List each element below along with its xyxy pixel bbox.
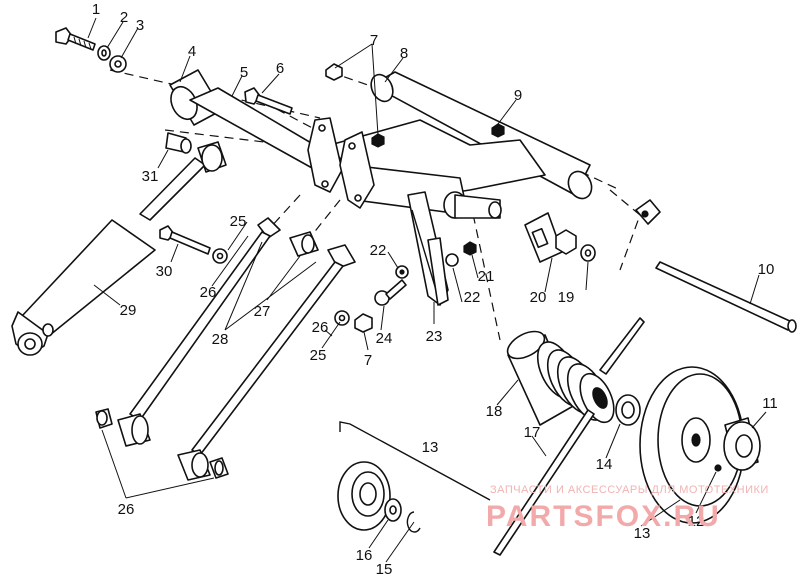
washer-25-lower [334,310,350,326]
callout-18: 18 [486,403,503,420]
bushing-26-lower-left [95,408,113,429]
washer-22-left [395,265,409,279]
callout-25-lower: 25 [310,347,327,364]
washer-25-upper [212,248,228,264]
callout-27: 27 [254,303,271,320]
callout-29: 29 [120,302,137,319]
support-bracket-23 [407,191,449,306]
washer-3 [109,55,127,73]
callout-26-mid: 26 [312,319,329,336]
bolt-30 [159,225,211,255]
idler-wheel-13-small [337,461,391,531]
ring-12 [714,464,722,472]
callout-14: 14 [596,456,613,473]
spring-housing-18 [506,330,576,426]
callout-3: 3 [136,17,144,34]
watermark-brand: PARTSFOX.RU [486,500,721,533]
callout-7-lower: 7 [364,352,372,369]
callout-4: 4 [188,43,196,60]
callout-23: 23 [426,328,443,345]
bolt-24 [374,279,407,306]
callout-7-top: 7 [370,32,378,49]
bolt-1 [55,27,96,51]
callout-26-lower: 26 [118,501,135,518]
mounting-plate-left [307,117,343,193]
callout-13-large: 13 [634,525,651,542]
hub-11 [723,417,761,471]
mounting-plate-right [339,131,375,209]
watermark: ЗАПЧАСТИ И АКСЕССУАРЫ ДЛЯ МОТОТЕХНИКИ PA… [486,484,769,533]
callout-2: 2 [120,9,128,26]
callout-11: 11 [762,395,778,412]
callout-8: 8 [400,45,408,62]
link-arm-28-left [117,217,281,447]
bearing-16 [384,498,402,522]
callout-17: 17 [524,424,541,441]
callout-31: 31 [142,168,159,185]
nut-7-lower [354,313,373,333]
callout-5: 5 [240,64,248,81]
callout-1: 1 [92,1,100,18]
callout-9: 9 [514,87,522,104]
lock-washer-2 [97,45,111,61]
callout-labels: 1 2 3 4 5 6 7 8 9 31 25 30 26 27 28 29 2… [92,1,778,575]
callout-13-small: 13 [422,439,439,456]
shock-eye-bushing [197,141,227,173]
washer-22-right [445,253,459,267]
callout-21: 21 [478,268,495,285]
long-rod-10 [655,261,797,333]
idler-wheel-13-large [639,366,745,524]
washer-19 [580,244,596,262]
nut-21 [463,241,477,256]
callout-22-right: 22 [464,289,481,306]
callout-20: 20 [530,289,547,306]
bushing-27 [289,231,319,257]
spring-arm-17 [493,409,595,556]
nut-20 [555,229,577,255]
link-arm-28-right [177,244,356,481]
bolt-6 [244,87,293,115]
callout-30: 30 [156,263,173,280]
end-clip [635,199,661,225]
callout-15: 15 [376,561,393,575]
shock-absorber-29 [11,157,206,356]
callout-25-upper: 25 [230,213,247,230]
callout-28: 28 [212,331,229,348]
callout-6: 6 [276,60,284,77]
washer-14 [615,394,641,426]
nut-7-top [325,63,343,81]
retaining-ring-15 [406,511,421,533]
callout-24: 24 [376,330,393,347]
callout-19: 19 [558,289,575,306]
callout-12: 12 [688,513,705,530]
callout-10: 10 [758,261,775,278]
callout-26-upper: 26 [200,284,217,301]
bracket-group-13 [339,421,491,501]
spring-arm-upper [599,317,645,375]
bushing-31 [165,132,192,154]
callout-leader-lines [87,17,767,563]
callout-16: 16 [356,547,373,564]
callout-22-left: 22 [370,242,387,259]
watermark-caption: ЗАПЧАСТИ И АКСЕССУАРЫ ДЛЯ МОТОТЕХНИКИ [490,484,769,496]
bushing-26-lower-right [209,457,229,479]
